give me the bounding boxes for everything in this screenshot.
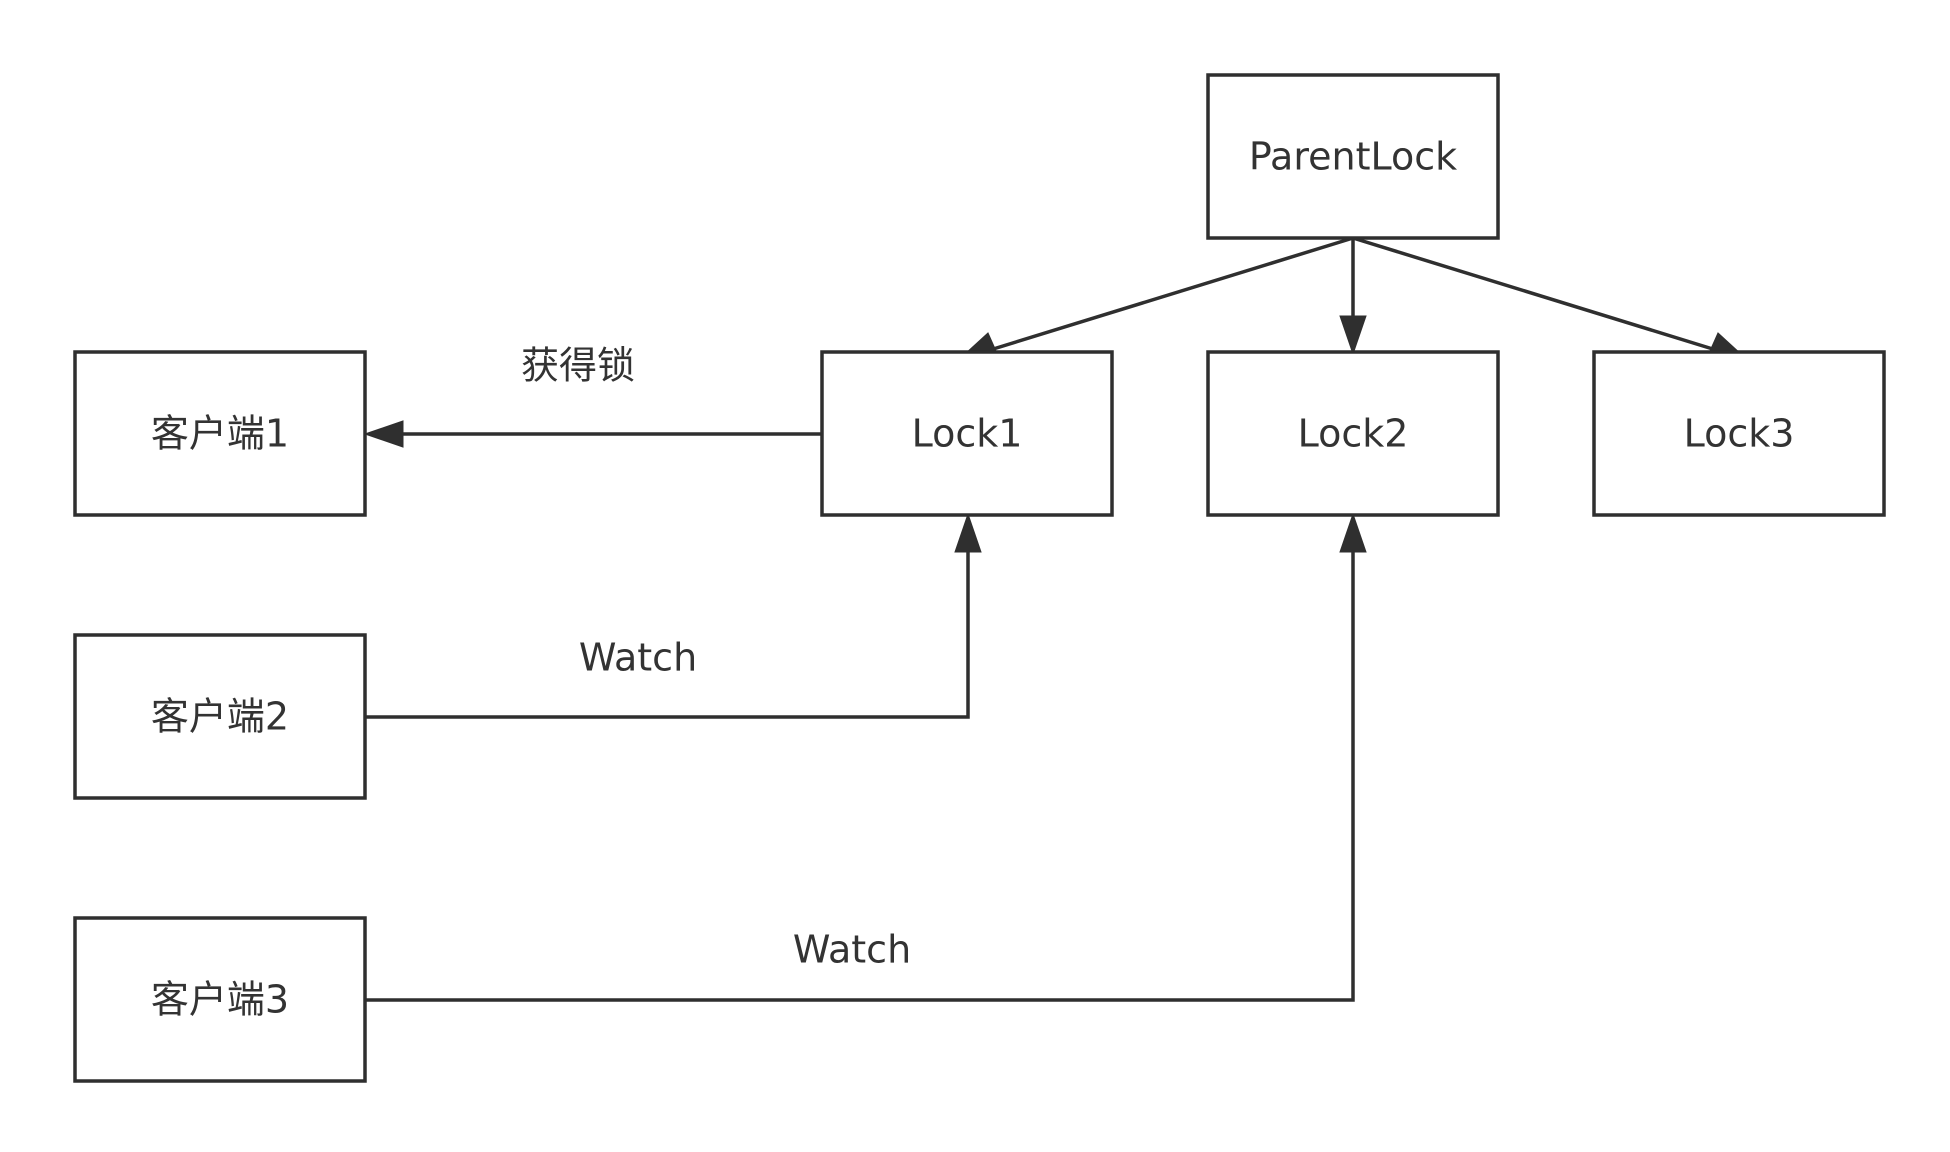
node-lock2: Lock2 <box>1206 350 1500 517</box>
node-client1-label: 客户端1 <box>151 412 289 456</box>
edges <box>363 236 1743 1002</box>
node-lock1-label: Lock1 <box>912 412 1023 456</box>
node-lock3-label: Lock3 <box>1684 412 1795 456</box>
arrowhead-lock2-bottom <box>1339 512 1367 553</box>
arrowhead-client1-right <box>363 420 404 448</box>
nodes: ParentLock Lock1 Lock2 Lock3 客户端1 客户端2 客… <box>73 73 1886 1083</box>
edge-client2-watch-lock1 <box>365 546 970 719</box>
node-lock1: Lock1 <box>820 350 1114 517</box>
label-watch-client3: Watch <box>793 928 911 972</box>
node-lock2-label: Lock2 <box>1298 412 1409 456</box>
edge-client3-watch-lock2 <box>365 546 1355 1002</box>
arrowhead-lock1-bottom <box>954 512 982 553</box>
node-client3-label: 客户端3 <box>151 978 289 1022</box>
label-acquire-lock: 获得锁 <box>521 344 635 388</box>
arrowhead-lock2-top <box>1339 315 1367 356</box>
edge-parentlock-to-lock1 <box>989 236 1354 352</box>
node-client1: 客户端1 <box>73 350 367 517</box>
node-parentlock-label: ParentLock <box>1249 135 1457 179</box>
node-client3: 客户端3 <box>73 916 367 1083</box>
node-client2-label: 客户端2 <box>151 695 289 739</box>
node-parentlock: ParentLock <box>1206 73 1500 240</box>
node-lock3: Lock3 <box>1592 350 1886 517</box>
edge-parentlock-to-lock3 <box>1352 236 1717 352</box>
node-client2: 客户端2 <box>73 633 367 800</box>
edge-labels: 获得锁 Watch Watch <box>521 344 911 972</box>
label-watch-client2: Watch <box>579 636 697 680</box>
